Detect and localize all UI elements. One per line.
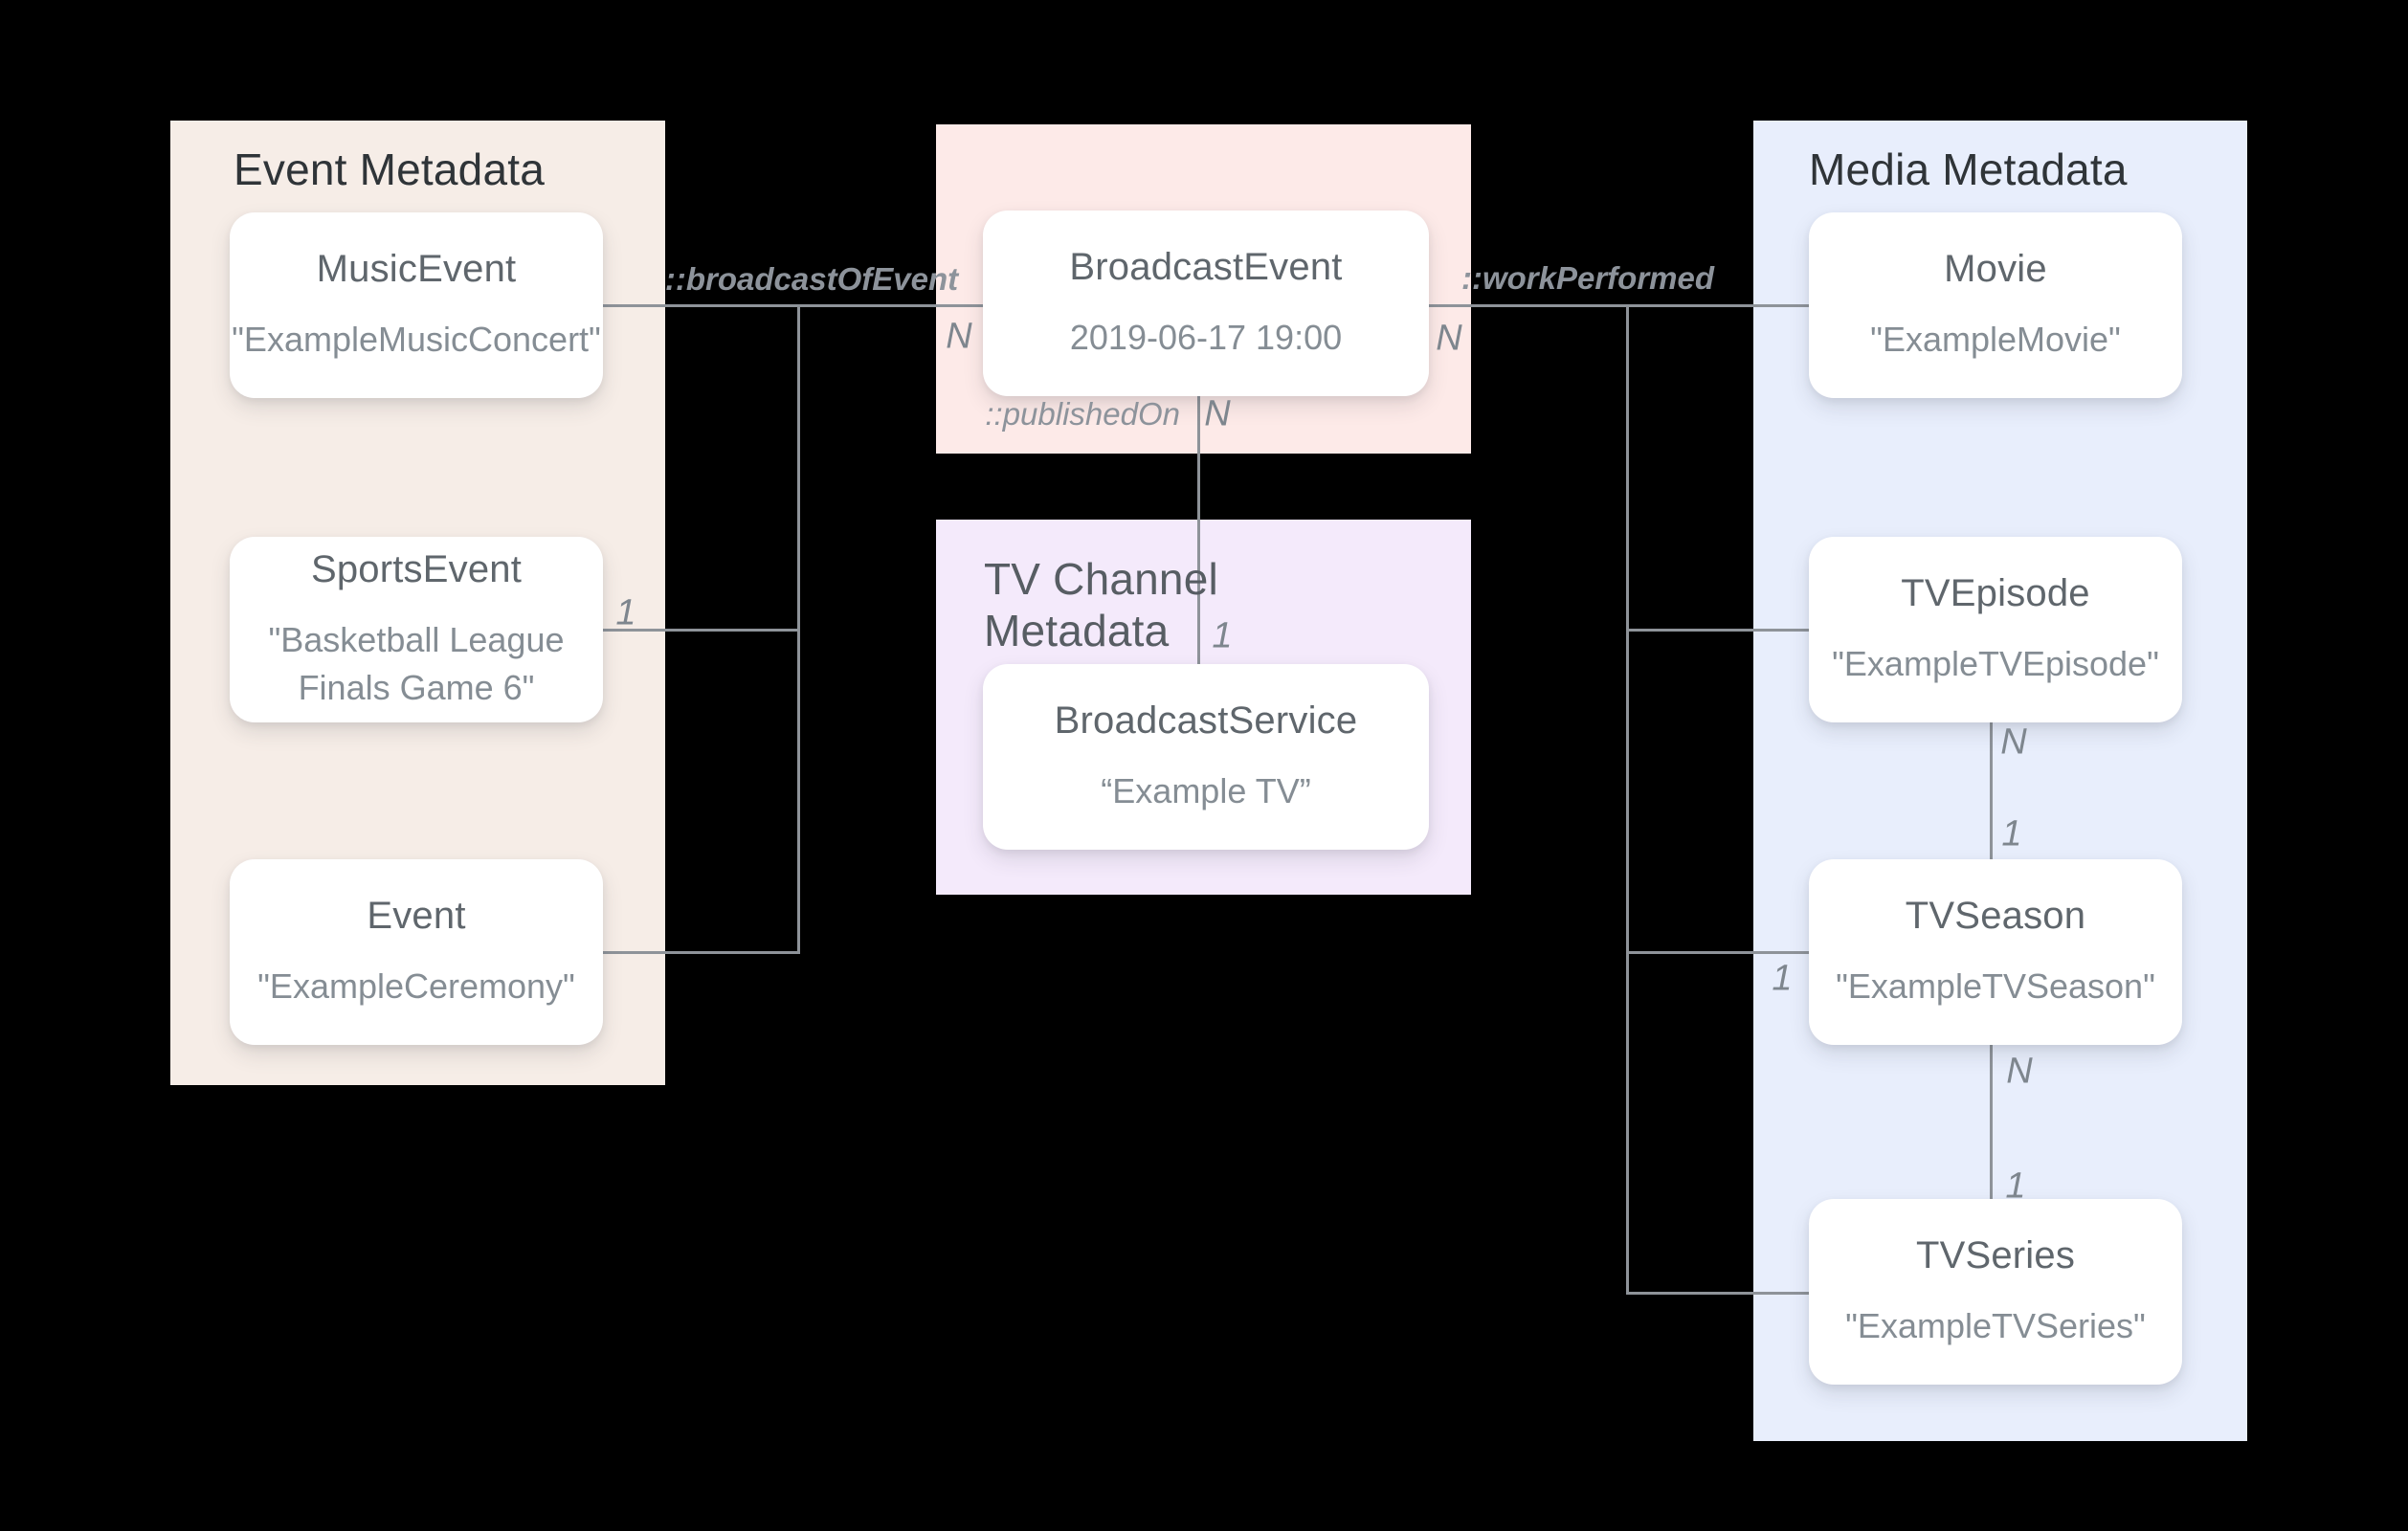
multiplicity-broadcast-left-n: N <box>946 316 972 357</box>
workperformed-label: ::workPerformed <box>1460 260 1715 296</box>
sportsevent-card: SportsEvent "Basketball League Finals Ga… <box>230 537 603 722</box>
event-card: Event "ExampleCeremony" <box>230 859 603 1045</box>
event-card-value: "ExampleCeremony" <box>257 965 575 1006</box>
movie-card-title: Movie <box>1944 247 2047 290</box>
connector-event-trunk <box>603 951 800 954</box>
multiplicity-publishedon-1: 1 <box>1212 615 1233 656</box>
event-metadata-title: Event Metadata <box>234 144 546 194</box>
tvseason-card-value: "ExampleTVSeason" <box>1836 965 2155 1006</box>
connector-musicevent-broadcastevent <box>603 304 984 307</box>
multiplicity-episode-season-1: 1 <box>2001 813 2022 854</box>
broadcastevent-card-value: 2019-06-17 19:00 <box>1069 317 1343 357</box>
broadcastevent-card: BroadcastEvent 2019-06-17 19:00 <box>983 211 1429 396</box>
tvseason-card: TVSeason "ExampleTVSeason" <box>1809 859 2182 1045</box>
connector-left-trunk <box>797 304 800 954</box>
connector-broadcastevent-movie <box>1429 304 1809 307</box>
multiplicity-season-left-1: 1 <box>1772 958 1793 999</box>
connector-publishedon <box>1197 396 1200 664</box>
broadcastservice-card-title: BroadcastService <box>1054 699 1358 742</box>
movie-card-value: "ExampleMovie" <box>1870 319 2121 359</box>
multiplicity-publishedon-n: N <box>1204 393 1231 434</box>
connector-trunk-tvepisode <box>1626 629 1809 632</box>
musicevent-card-title: MusicEvent <box>316 247 517 290</box>
broadcastservice-card: BroadcastService “Example TV” <box>983 664 1429 850</box>
tvepisode-card-value: "ExampleTVEpisode" <box>1832 643 2159 683</box>
multiplicity-episode-season-n: N <box>2000 721 2027 763</box>
multiplicity-season-series-1: 1 <box>2005 1165 2026 1207</box>
tvepisode-card-title: TVEpisode <box>1901 571 2090 614</box>
tvseries-card-value: "ExampleTVSeries" <box>1845 1305 2146 1345</box>
multiplicity-broadcast-right-n: N <box>1436 318 1462 359</box>
multiplicity-season-series-n: N <box>2006 1051 2033 1092</box>
tv-channel-metadata-title: TV Channel Metadata <box>984 554 1218 656</box>
musicevent-card: MusicEvent "ExampleMusicConcert" <box>230 212 603 398</box>
publishedon-label: ::publishedOn <box>985 396 1180 432</box>
tvseries-card: TVSeries "ExampleTVSeries" <box>1809 1199 2182 1385</box>
event-card-title: Event <box>367 894 466 937</box>
broadcastservice-card-value: “Example TV” <box>1101 770 1311 810</box>
multiplicity-sportsevent-1: 1 <box>615 592 636 633</box>
connector-trunk-tvseries <box>1626 1292 1809 1295</box>
tvseason-card-title: TVSeason <box>1905 894 2086 937</box>
musicevent-card-value: "ExampleMusicConcert" <box>232 319 601 359</box>
sportsevent-card-value: "Basketball League Finals Game 6" <box>268 619 565 707</box>
connector-tvepisode-tvseason <box>1990 722 1993 859</box>
broadcastevent-card-title: BroadcastEvent <box>1069 245 1343 288</box>
broadcastofevent-label: ::broadcastOfEvent <box>664 261 959 297</box>
tvepisode-card: TVEpisode "ExampleTVEpisode" <box>1809 537 2182 722</box>
connector-sportsevent-trunk <box>603 629 800 632</box>
tvseries-card-title: TVSeries <box>1915 1233 2076 1276</box>
media-metadata-title: Media Metadata <box>1809 144 2128 194</box>
connector-right-trunk <box>1626 304 1629 1295</box>
connector-tvseason-tvseries <box>1990 1045 1993 1199</box>
sportsevent-card-title: SportsEvent <box>310 547 523 590</box>
connector-trunk-tvseason <box>1626 951 1809 954</box>
movie-card: Movie "ExampleMovie" <box>1809 212 2182 398</box>
